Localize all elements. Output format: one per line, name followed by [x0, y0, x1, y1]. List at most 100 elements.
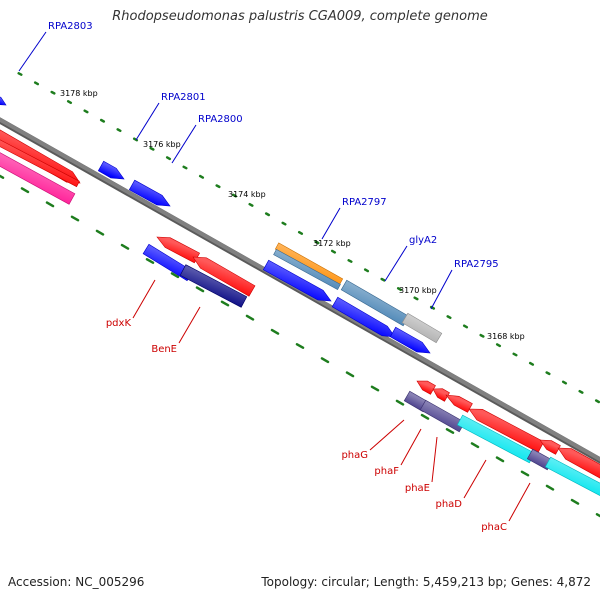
gene-rpa2797-bottom	[273, 248, 341, 291]
tick-label: 3172 kbp	[313, 239, 351, 248]
major-tick	[570, 498, 580, 505]
tick-label: 3178 kbp	[60, 89, 98, 98]
major-tick	[20, 187, 30, 194]
major-tick	[370, 385, 380, 392]
gene-rpa2797-cds	[262, 259, 332, 302]
minor-tick	[578, 389, 584, 394]
gene-label-leader	[321, 207, 341, 240]
gene-glya2-feature	[340, 279, 410, 327]
gene-label-leader	[178, 306, 201, 344]
major-tick	[295, 343, 305, 349]
gene-phag-top	[416, 380, 436, 395]
minor-tick	[297, 230, 304, 235]
minor-tick	[330, 249, 337, 254]
gene-pink-left	[0, 152, 76, 205]
gene-label-leader	[430, 269, 453, 310]
major-tick	[395, 399, 405, 406]
minor-tick	[314, 240, 320, 245]
gene-label: phaG	[341, 450, 368, 461]
minor-tick	[380, 277, 386, 282]
gene-label: phaD	[435, 499, 462, 510]
gene-label: phaE	[405, 483, 430, 494]
gene-label-leader	[400, 428, 422, 466]
gene-red-left-2	[0, 139, 80, 188]
gene-label: glyA2	[409, 235, 437, 246]
gene-label-leader	[508, 482, 531, 522]
minor-tick	[17, 72, 23, 76]
minor-tick	[215, 184, 221, 189]
minor-tick	[495, 343, 502, 348]
gene-label: RPA2801	[161, 92, 206, 103]
tick-label: 3170 kbp	[399, 286, 437, 295]
minor-tick	[446, 315, 452, 320]
minor-tick	[50, 90, 56, 95]
minor-tick	[182, 165, 188, 170]
minor-tick	[561, 380, 568, 385]
major-tick	[170, 272, 180, 279]
gene-label: RPA2803	[48, 21, 93, 32]
gene-phad-cyan	[456, 414, 536, 464]
gene-rpa2795-feature	[401, 312, 443, 344]
gene-glya2-cds	[331, 296, 396, 338]
minor-tick	[116, 128, 122, 133]
minor-tick	[231, 193, 238, 198]
gene-rpa2801	[97, 160, 125, 180]
gene-label-leader	[384, 245, 408, 282]
gene-label: RPA2797	[342, 197, 387, 208]
gene-label-leader	[431, 436, 438, 483]
minor-tick	[413, 296, 419, 301]
accession-text: Accession: NC_005296	[8, 575, 145, 589]
major-tick	[0, 174, 5, 179]
minor-tick	[462, 324, 469, 329]
gene-label-leader	[135, 102, 160, 141]
tick-label: 3174 kbp	[228, 190, 266, 199]
gene-pdxk-cds	[142, 243, 194, 282]
major-tick	[595, 513, 600, 518]
minor-tick	[165, 156, 172, 161]
gene-bene-cds	[179, 264, 248, 308]
minor-tick	[264, 212, 271, 217]
minor-tick	[347, 259, 353, 263]
gene-label-leader	[369, 419, 405, 451]
minor-tick	[479, 333, 485, 338]
minor-tick	[66, 100, 73, 105]
major-tick	[195, 286, 205, 293]
tick-label: 3176 kbp	[143, 140, 181, 149]
gene-phad-top	[468, 408, 545, 453]
gene-bene-top	[192, 256, 256, 297]
major-tick	[345, 371, 355, 378]
major-tick	[45, 201, 55, 208]
major-tick	[495, 456, 505, 463]
minor-tick	[594, 399, 600, 404]
minor-tick	[528, 361, 535, 366]
minor-tick	[83, 109, 89, 114]
major-tick	[470, 442, 480, 449]
minor-tick	[149, 146, 155, 151]
minor-tick	[545, 371, 551, 376]
gene-label-leader	[171, 124, 197, 164]
gene-rpa2800	[128, 179, 171, 207]
gene-label: pdxK	[106, 318, 132, 329]
gene-label: BenE	[151, 344, 177, 355]
gene-label-leader	[463, 459, 487, 499]
gene-phac-top-2	[557, 447, 600, 479]
minor-tick	[281, 221, 287, 226]
major-tick	[245, 314, 255, 321]
major-tick	[120, 243, 130, 250]
major-tick	[545, 484, 555, 491]
major-tick	[420, 413, 430, 420]
gene-phac-top-1	[539, 439, 561, 455]
major-tick	[220, 300, 230, 307]
major-tick	[145, 258, 155, 264]
major-tick	[70, 215, 80, 222]
minor-tick	[198, 174, 205, 179]
gene-label: phaF	[374, 466, 399, 477]
minor-tick	[396, 287, 403, 292]
gene-phae-top	[445, 394, 473, 413]
major-tick	[320, 357, 330, 364]
major-tick	[270, 328, 280, 335]
minor-tick	[33, 81, 40, 86]
minor-tick	[512, 352, 518, 357]
minor-tick	[363, 268, 370, 273]
